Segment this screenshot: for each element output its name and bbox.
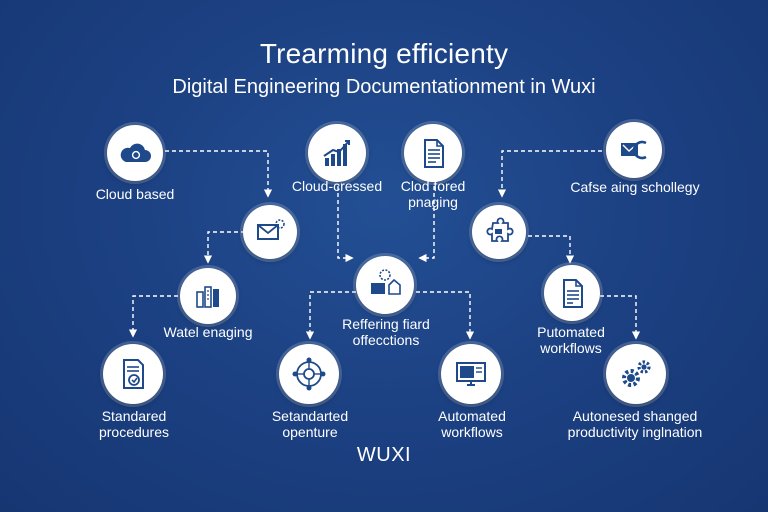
node-label: Cloud-cressed [291,178,383,194]
node-standared-procedures [103,344,163,404]
node-putomated-workflows [544,265,600,321]
node-reffering [356,256,414,314]
bar-chart-icon [196,286,219,308]
connector [203,231,245,264]
node-label: Cafse aing schollegy [570,179,700,195]
network-cycle-icon [292,357,326,391]
connector [418,186,435,263]
folder-share-icon [371,269,401,295]
document-icon [424,139,444,168]
node-cloud-based [107,125,163,181]
connector [305,291,356,340]
document-list-icon [563,279,583,308]
diagram-subtitle: Digital Engineering Documentationment in… [172,76,596,98]
node-puzzle [472,205,526,259]
footer-location: WUXI [356,444,412,466]
connector [416,291,475,340]
growth-chart-icon [323,140,350,166]
connector [497,150,602,198]
node-automated-workflows [441,344,501,404]
messaging-icon [621,140,647,160]
cloud-icon [120,143,151,162]
gears-icon [622,360,651,387]
node-cloud-cressed [308,124,366,182]
node-label: Cloud based [95,186,175,202]
connector [337,186,354,263]
node-label: Watel enaging [163,324,253,340]
diagram-title: Trearming efficienty [259,38,509,69]
node-cafse-aing [606,122,662,178]
procedure-document-icon [123,359,144,389]
node-email [243,205,297,259]
email-icon [257,219,285,240]
connector [128,295,178,338]
node-watel-enaging [180,268,236,324]
connector [600,295,641,340]
connector [528,235,575,264]
node-setandarted [279,344,339,404]
monitor-icon [456,362,486,386]
puzzle-icon [486,217,514,242]
node-clod-fored [404,124,462,182]
node-autonesed [606,344,666,404]
connector [165,150,273,198]
